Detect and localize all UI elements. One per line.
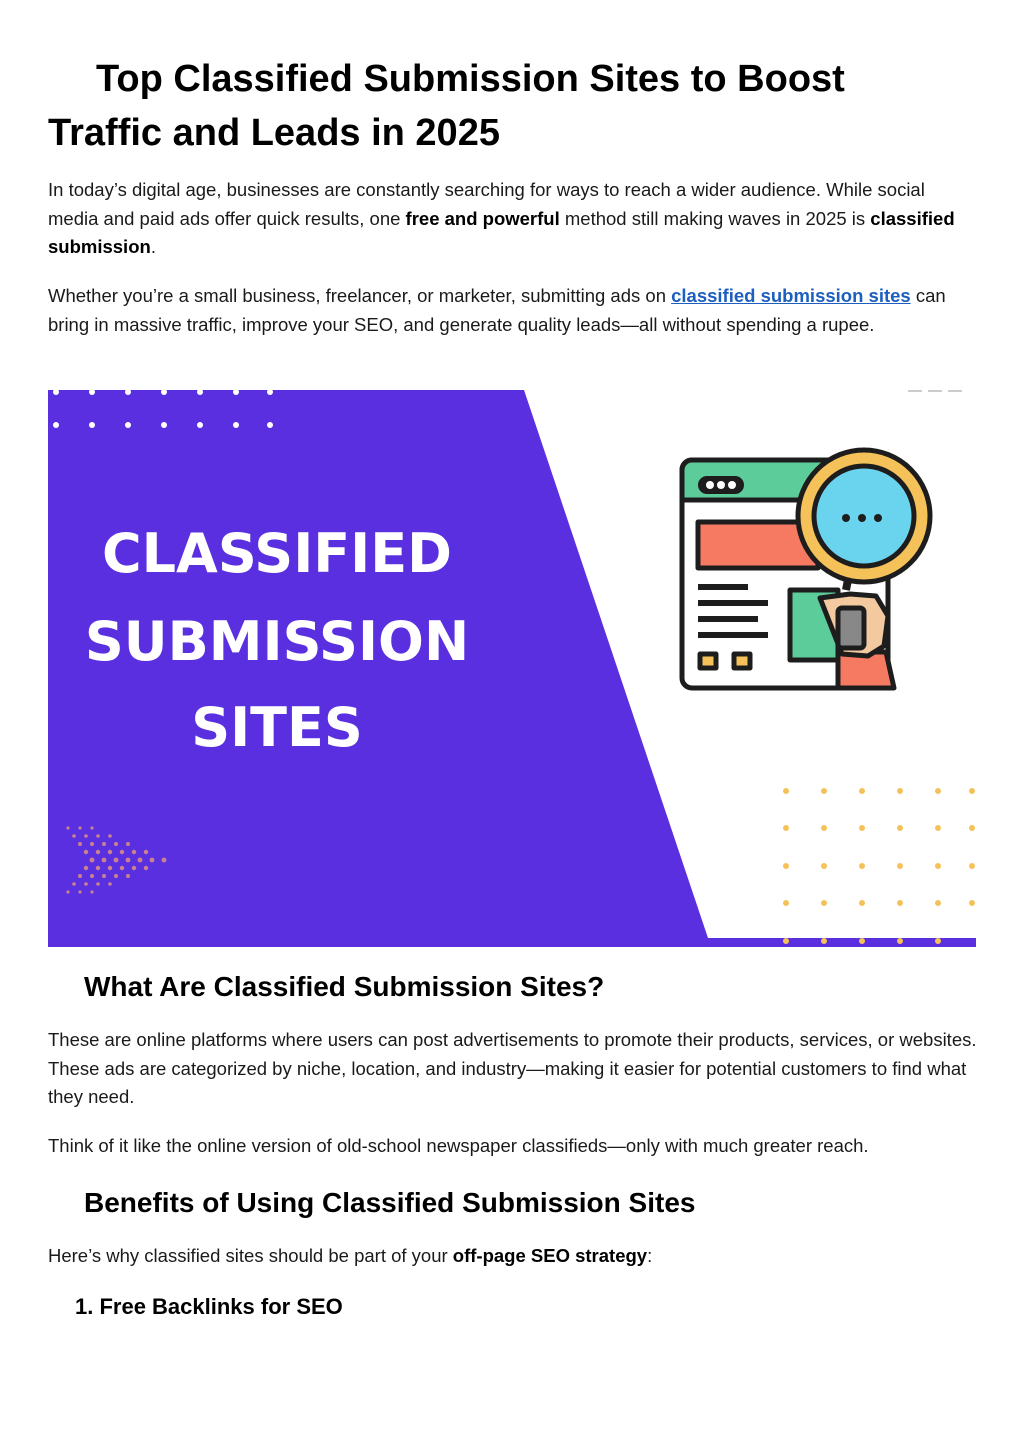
list-item-free-backlinks: 1. Free Backlinks for SEO: [75, 1294, 343, 1319]
magnifier-over-webpage-icon: [679, 447, 933, 691]
section-heading-what-are: What Are Classified Submission Sites?: [84, 971, 605, 1002]
intro-paragraph-2: Whether you’re a small business, freelan…: [48, 282, 978, 339]
section2-intro: Here’s why classified sites should be pa…: [48, 1242, 978, 1271]
intro-paragraph-1: In today’s digital age, businesses are c…: [48, 176, 978, 262]
intro-text: .: [150, 236, 156, 257]
title-line-2: Traffic and Leads in 2025: [48, 112, 500, 154]
classified-sites-link[interactable]: classified submission sites: [671, 285, 911, 306]
title-line-1: Top Classified Submission Sites to Boost: [96, 58, 845, 100]
section1-paragraph-2: Think of it like the online version of o…: [48, 1135, 869, 1156]
banner-line-1: CLASSIFIED: [102, 522, 452, 585]
yellow-dot-grid: [783, 788, 975, 944]
intro-text: In today’s digital age, businesses are c…: [48, 179, 925, 229]
hero-banner-image: CLASSIFIED SUBMISSION SITES: [48, 390, 976, 947]
intro-text: Here’s why classified sites should be pa…: [48, 1245, 453, 1266]
bold-free-and-powerful: free and powerful: [405, 207, 560, 229]
section1-paragraph-1: These are online platforms where users c…: [48, 1029, 977, 1107]
intro-text: method still making waves in 2025 is: [559, 207, 871, 229]
purple-background-shape: [48, 390, 976, 947]
intro-text: :: [647, 1245, 653, 1266]
banner-line-2: SUBMISSION: [85, 610, 469, 673]
banner-line-3: SITES: [191, 696, 363, 759]
article-title: Top Classified Submission Sites to Boost…: [48, 52, 948, 160]
section-heading-benefits: Benefits of Using Classified Submission …: [84, 1187, 696, 1218]
intro-text: can bring in massive traffic, improve yo…: [48, 285, 946, 335]
bold-classified-submission: classified submission: [48, 207, 955, 258]
intro-text: Whether you’re a small business, freelan…: [48, 285, 672, 306]
halftone-arrow-pattern: [66, 826, 167, 894]
white-dot-pattern: [53, 390, 273, 428]
bold-off-page-seo: off-page SEO strategy: [452, 1245, 648, 1266]
